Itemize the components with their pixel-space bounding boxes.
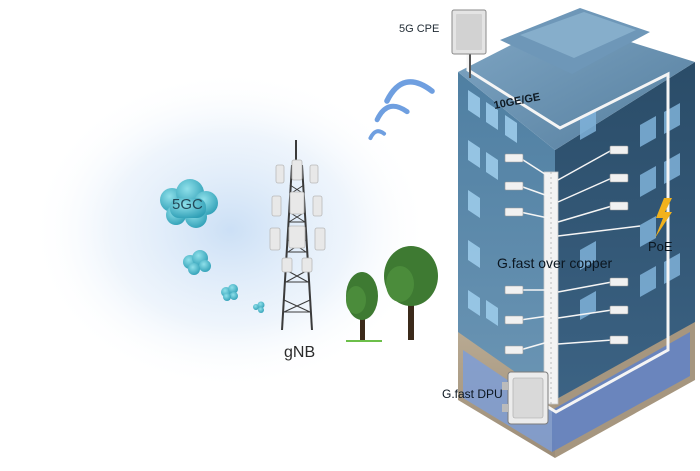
tree-icon xyxy=(384,246,438,340)
fiber-backbone xyxy=(466,52,670,414)
poe-label: PoE xyxy=(648,239,673,254)
router-icon xyxy=(504,145,629,355)
antenna-panels xyxy=(269,159,326,273)
basement-side xyxy=(552,332,690,452)
cloud-icon xyxy=(221,284,238,301)
gnb-label: gNB xyxy=(284,344,316,361)
dpu-device-icon xyxy=(502,371,549,425)
building-windows-front xyxy=(468,90,517,326)
copper-label: G.fast over copper xyxy=(497,255,613,271)
copper-riser xyxy=(543,171,559,405)
wireless-signal-icon xyxy=(368,79,435,141)
dpu-label: G.fast DPU xyxy=(442,387,503,401)
background-glow xyxy=(30,70,430,390)
cpe-device-icon xyxy=(451,9,487,78)
cloud-icon xyxy=(183,250,211,275)
lightning-icon xyxy=(655,198,672,238)
cpe-label: 5G CPE xyxy=(399,23,440,35)
copper-lines xyxy=(519,149,641,351)
cloud-icon xyxy=(253,301,265,313)
building-roof xyxy=(458,20,695,150)
tree-icon xyxy=(346,272,382,342)
building-side-face xyxy=(555,62,695,400)
roof-block-top xyxy=(520,12,636,58)
cloud-icon xyxy=(160,179,218,228)
core-label: 5GC xyxy=(172,196,203,213)
